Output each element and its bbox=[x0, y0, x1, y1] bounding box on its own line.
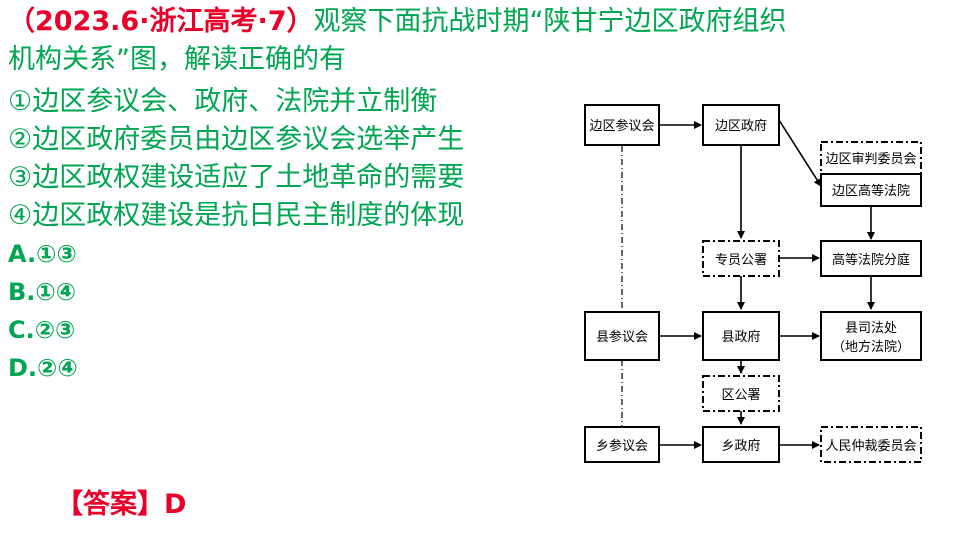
answer: 【答案】D bbox=[56, 488, 186, 522]
node-arbitration bbox=[820, 426, 922, 463]
label-court-branch: 高等法院分庭 bbox=[832, 252, 910, 268]
arrow bbox=[778, 119, 822, 187]
option-a[interactable]: A.①③ bbox=[8, 240, 77, 268]
label-arbitration: 人民仲裁委员会 bbox=[825, 438, 916, 454]
node-county-council bbox=[584, 311, 660, 361]
statement-2: ②边区政府委员由边区参议会选举产生 bbox=[8, 124, 465, 155]
organization-diagram: 边区参议会 边区政府 边区审判委员会 边区高等法院 专员公署 高等法院分庭 县参… bbox=[584, 104, 922, 463]
statement-3: ③边区政权建设适应了土地革命的需要 bbox=[8, 162, 465, 193]
option-b[interactable]: B.①④ bbox=[8, 278, 77, 306]
node-county-judicial bbox=[820, 311, 922, 361]
label-border-council: 边区参议会 bbox=[589, 118, 654, 134]
question-source: （2023.6·浙江高考·7） bbox=[8, 6, 314, 37]
label-district-office: 区公署 bbox=[721, 388, 760, 403]
label-high-court: 边区高等法院 bbox=[832, 183, 910, 199]
question-line-2: 机构关系”图，解读正确的有 bbox=[8, 42, 346, 78]
answer-value: D bbox=[164, 489, 187, 520]
label-county-judicial: 县司法处 bbox=[845, 321, 897, 336]
question-stem-2: 机构关系”图，解读正确的有 bbox=[8, 44, 346, 75]
statement-1: ①边区参议会、政府、法院并立制衡 bbox=[8, 86, 438, 117]
label-trial-committee: 边区审判委员会 bbox=[825, 152, 916, 167]
option-d[interactable]: D.②④ bbox=[8, 354, 78, 382]
node-trial-committee bbox=[820, 141, 922, 175]
label-county-judicial-sub: （地方法院） bbox=[832, 339, 910, 355]
label-border-gov: 边区政府 bbox=[715, 119, 767, 134]
node-township-gov bbox=[702, 426, 780, 463]
node-county-gov bbox=[702, 311, 780, 361]
node-court-branch bbox=[820, 240, 922, 277]
node-border-gov bbox=[702, 104, 780, 146]
label-township-council: 乡参议会 bbox=[596, 438, 648, 454]
node-district-office bbox=[702, 375, 780, 412]
question-stem-1: 观察下面抗战时期“陕甘宁边区政府组织 bbox=[313, 6, 787, 37]
answer-label: 【答案】 bbox=[56, 489, 164, 520]
label-township-gov: 乡政府 bbox=[721, 439, 760, 454]
question-line-1: （2023.6·浙江高考·7）观察下面抗战时期“陕甘宁边区政府组织 bbox=[8, 4, 787, 40]
label-county-gov: 县政府 bbox=[721, 330, 760, 345]
label-county-council: 县参议会 bbox=[596, 329, 648, 345]
label-commissioner: 专员公署 bbox=[715, 253, 767, 268]
node-high-court bbox=[820, 173, 922, 207]
option-c[interactable]: C.②③ bbox=[8, 316, 76, 344]
node-township-council bbox=[584, 426, 660, 463]
statement-4: ④边区政权建设是抗日民主制度的体现 bbox=[8, 200, 465, 231]
